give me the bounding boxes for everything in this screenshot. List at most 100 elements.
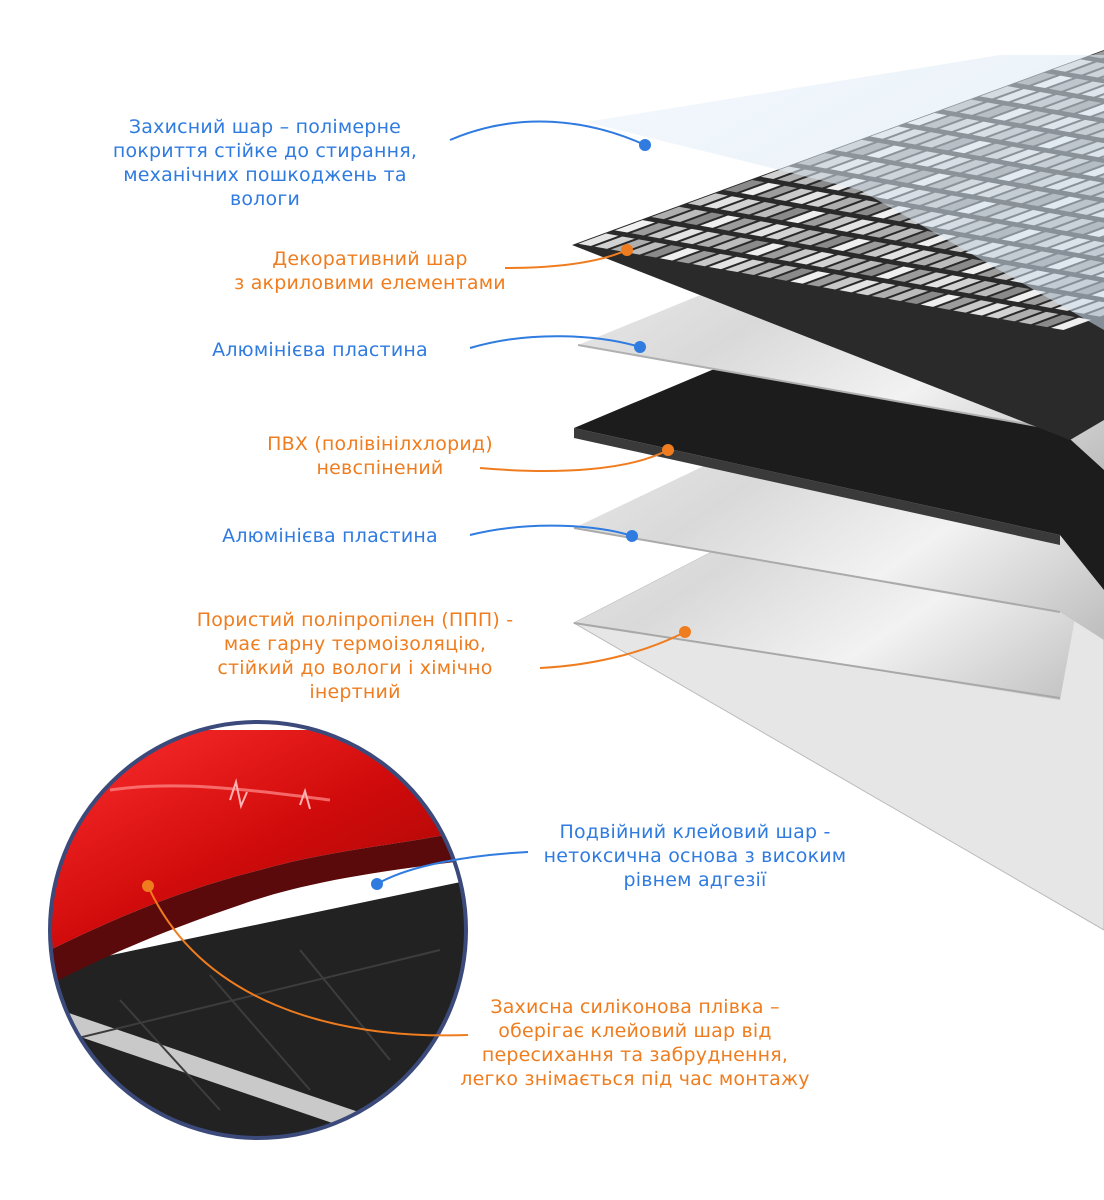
mosaic-tile bbox=[692, 253, 733, 267]
label-line: Алюмінієва пластина bbox=[222, 525, 438, 547]
mosaic-tile bbox=[1006, 289, 1047, 303]
mosaic-tile bbox=[875, 266, 916, 279]
mosaic-tile bbox=[936, 297, 978, 310]
mosaic-tile bbox=[944, 258, 985, 272]
mosaic-tile bbox=[643, 245, 684, 258]
mosaic-tile bbox=[805, 194, 846, 207]
mosaic-tile bbox=[989, 286, 1030, 300]
label-line: Алюмінієва пластина bbox=[212, 339, 428, 361]
mosaic-tile bbox=[806, 274, 847, 287]
mosaic-tile bbox=[725, 259, 766, 273]
mosaic-tile bbox=[732, 221, 773, 234]
mosaic-tile bbox=[846, 241, 888, 254]
label-aluminium-1: Алюмінієва пластина bbox=[170, 338, 470, 362]
label-line: покриття стійке до стирання, bbox=[112, 140, 418, 162]
mosaic-tile bbox=[834, 219, 875, 232]
mosaic-tile bbox=[822, 197, 863, 210]
dot-aluminium-2 bbox=[626, 530, 638, 542]
mosaic-tile bbox=[667, 209, 708, 223]
mosaic-tile bbox=[728, 240, 770, 253]
mosaic-tile bbox=[627, 242, 668, 255]
leader-lines bbox=[147, 120, 686, 1037]
mosaic-tile bbox=[647, 225, 688, 239]
mosaic-tile bbox=[985, 306, 1026, 319]
mosaic-tile bbox=[810, 254, 851, 268]
mosaic-tile bbox=[789, 191, 830, 204]
mosaic-tile bbox=[676, 250, 717, 264]
mosaic-tile bbox=[920, 294, 961, 307]
mosaic-tile bbox=[578, 233, 619, 246]
mosaic-tile bbox=[883, 228, 924, 241]
label-protective: Захисний шар – полімерне покриття стійке… bbox=[85, 115, 445, 211]
mosaic-tile bbox=[904, 291, 945, 304]
mosaic-tile bbox=[854, 203, 895, 216]
label-pvc: ПВХ (полівінілхлорид) невспінений bbox=[230, 432, 530, 480]
mosaic-tile bbox=[704, 196, 745, 209]
mosaic-tile bbox=[839, 279, 880, 293]
mosaic-tile bbox=[749, 224, 790, 237]
mosaic-tile bbox=[1018, 311, 1059, 325]
leader-silicone-film bbox=[147, 885, 469, 1037]
mosaic-tile bbox=[794, 252, 835, 265]
mosaic-tile bbox=[818, 216, 859, 229]
leader-pvc bbox=[479, 449, 669, 472]
mosaic-tile bbox=[940, 278, 981, 291]
mosaic-tile bbox=[1002, 308, 1043, 322]
dot-protective bbox=[639, 139, 651, 151]
label-line: має гарну термоізоляцію, bbox=[223, 633, 487, 655]
mosaic-tile bbox=[631, 223, 672, 236]
mosaic-tile bbox=[924, 275, 965, 288]
mosaic-tile bbox=[663, 228, 704, 242]
mosaic-tile bbox=[953, 300, 994, 313]
label-line: невспінений bbox=[316, 457, 444, 479]
mosaic-tile bbox=[801, 213, 843, 227]
mosaic-tile bbox=[756, 185, 798, 199]
mosaic-tile bbox=[736, 202, 777, 215]
mosaic-tile bbox=[594, 236, 635, 249]
mosaic-tile bbox=[850, 222, 891, 235]
mosaic-tile bbox=[843, 260, 884, 274]
label-decorative: Декоративний шар з акриловими елементами bbox=[160, 247, 580, 295]
label-adhesive: Подвійний клейовий шар - нетоксична осно… bbox=[515, 820, 875, 892]
label-line: з акриловими елементами bbox=[234, 272, 506, 294]
mosaic-tile bbox=[708, 256, 749, 270]
mosaic-tile bbox=[859, 263, 900, 277]
mosaic-tile bbox=[785, 210, 826, 224]
dot-silicone-film bbox=[142, 880, 154, 892]
label-line: стійкий до вологи і хімічно bbox=[217, 657, 493, 679]
mosaic-tile bbox=[826, 257, 867, 271]
dot-polypropylene bbox=[679, 626, 691, 638]
label-line: Декоративний шар bbox=[272, 248, 468, 270]
label-line: пересихання та забруднення, bbox=[481, 1044, 789, 1066]
mosaic-tile bbox=[683, 212, 725, 225]
label-line: рівнем адгезії bbox=[623, 869, 767, 891]
mosaic-tile bbox=[614, 220, 655, 233]
mosaic-tile bbox=[781, 229, 822, 243]
mosaic-tile bbox=[822, 277, 863, 290]
mosaic-tile bbox=[867, 225, 908, 238]
dot-aluminium-1 bbox=[634, 341, 646, 353]
label-line: ПВХ (полівінілхлорид) bbox=[267, 433, 493, 455]
mosaic-tile bbox=[741, 262, 782, 275]
label-line: оберігає клейовий шар від bbox=[498, 1020, 772, 1042]
label-line: вологи bbox=[229, 188, 301, 210]
label-line: нетоксична основа з високим bbox=[543, 845, 847, 867]
mosaic-tile bbox=[740, 182, 781, 196]
mosaic-tile bbox=[957, 281, 998, 294]
mosaic-tile bbox=[863, 244, 904, 257]
mosaic-tile bbox=[871, 285, 912, 299]
mosaic-tile bbox=[830, 238, 871, 252]
mosaic-tile bbox=[879, 247, 920, 260]
label-line: легко знімається під час монтажу bbox=[460, 1068, 810, 1090]
label-line: Захисний шар – полімерне bbox=[128, 116, 402, 138]
mosaic-tile bbox=[757, 265, 798, 278]
mosaic-tile bbox=[712, 237, 753, 250]
mosaic-tile bbox=[855, 282, 896, 296]
mosaic-tile bbox=[769, 207, 810, 221]
label-line: Пористий поліпропілен (ППП) - bbox=[196, 609, 514, 631]
dot-pvc bbox=[662, 444, 674, 456]
inset-circle bbox=[48, 720, 468, 1140]
leader-aluminium-1 bbox=[469, 335, 641, 349]
mosaic-tile bbox=[765, 227, 806, 240]
